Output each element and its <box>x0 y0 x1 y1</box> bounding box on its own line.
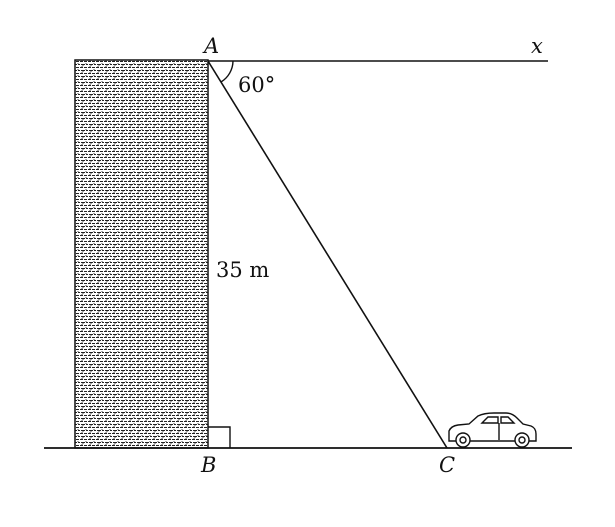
tower-building <box>74 59 209 449</box>
label-height: 35 m <box>216 258 269 282</box>
label-point-b: B <box>200 453 216 477</box>
car-icon <box>448 412 537 448</box>
label-axis-x: x <box>531 34 543 58</box>
label-point-a: A <box>202 34 219 58</box>
label-point-c: C <box>439 453 455 477</box>
right-angle-marker <box>208 426 231 448</box>
sight-line-ac <box>207 60 448 449</box>
angle-arc <box>220 60 234 83</box>
label-angle: 60° <box>238 73 275 97</box>
